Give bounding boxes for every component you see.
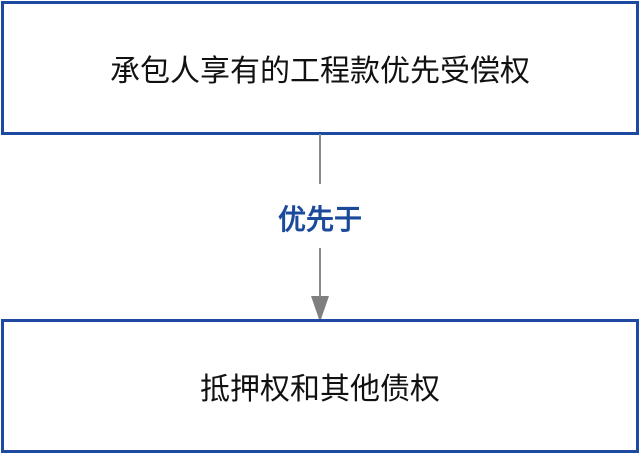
connector-line-lower (319, 248, 321, 298)
top-node-label: 承包人享有的工程款优先受偿权 (110, 54, 530, 89)
bottom-node-label: 抵押权和其他债权 (200, 372, 440, 407)
connector-line-upper (319, 134, 321, 184)
arrow-down-icon (311, 296, 329, 322)
edge-label: 优先于 (277, 203, 362, 236)
top-node-box: 承包人享有的工程款优先受偿权 (1, 1, 639, 135)
bottom-node-box: 抵押权和其他债权 (1, 319, 639, 453)
